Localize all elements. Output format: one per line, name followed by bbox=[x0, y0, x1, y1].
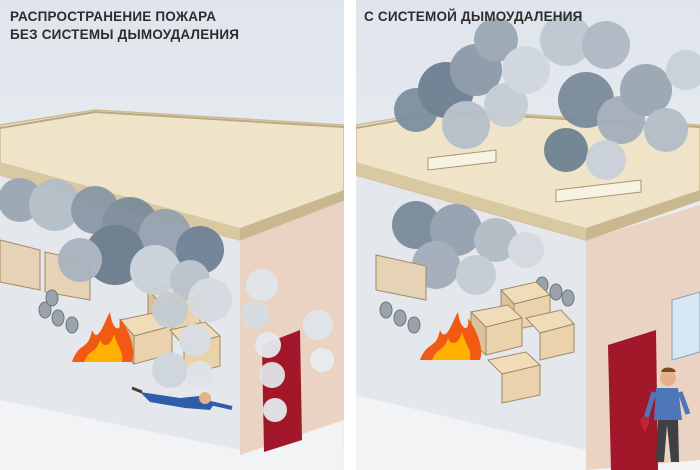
window bbox=[671, 291, 700, 361]
boxes bbox=[469, 281, 575, 404]
fire bbox=[72, 312, 134, 362]
fire bbox=[420, 312, 482, 360]
door bbox=[608, 330, 658, 470]
smoke-through-roof bbox=[394, 14, 700, 180]
panel-with-smoke-removal: С СИСТЕМОЙ ДЫМОУДАЛЕНИЯ bbox=[356, 0, 700, 470]
parapet bbox=[0, 110, 344, 129]
caption-with-system: С СИСТЕМОЙ ДЫМОУДАЛЕНИЯ bbox=[364, 8, 583, 26]
caption-line-2: БЕЗ СИСТЕМЫ ДЫМОУДАЛЕНИЯ bbox=[10, 27, 240, 42]
pipes bbox=[379, 276, 575, 334]
roof-edge bbox=[356, 162, 586, 240]
caption-without-system: РАСПРОСТРАНЕНИЕ ПОЖАРА БЕЗ СИСТЕМЫ ДЫМОУ… bbox=[10, 8, 239, 44]
smoke-left bbox=[0, 178, 334, 422]
caption-line-1: С СИСТЕМОЙ ДЫМОУДАЛЕНИЯ bbox=[364, 9, 583, 24]
escaping-person bbox=[640, 367, 691, 462]
caption-line-1: РАСПРОСТРАНЕНИЕ ПОЖАРА bbox=[10, 9, 217, 24]
panel-divider bbox=[344, 0, 356, 470]
roof-edge-side bbox=[586, 190, 700, 240]
shelf bbox=[375, 254, 427, 301]
building-scene-left bbox=[0, 109, 344, 470]
fallen-person bbox=[131, 386, 233, 410]
pipes bbox=[38, 289, 79, 334]
roof-vents bbox=[427, 149, 642, 203]
panel-without-smoke-removal: РАСПРОСТРАНЕНИЕ ПОЖАРА БЕЗ СИСТЕМЫ ДЫМОУ… bbox=[0, 0, 344, 470]
roof-edge-side bbox=[240, 190, 344, 240]
building-scene-right bbox=[356, 14, 700, 470]
roof bbox=[0, 109, 344, 241]
